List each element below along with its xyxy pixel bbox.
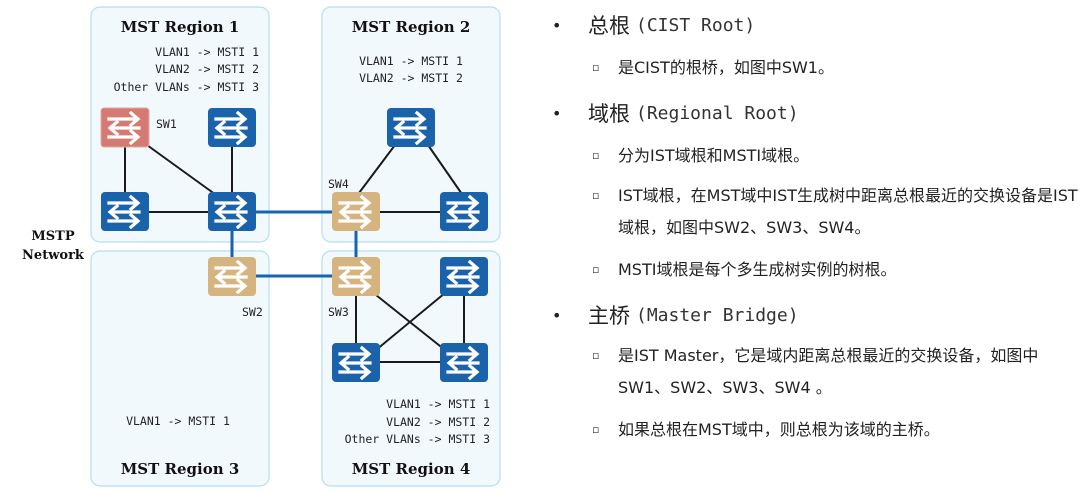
note-item-text: 是CIST的根桥，如图中SW1。 [618,58,834,77]
bullet-square-icon: ▫ [592,423,600,436]
switch-icon[interactable] [101,192,149,231]
note-item: ▫ 是IST Master，它是域内距离总根最近的交换设备，如图中SW1、SW2… [592,340,1080,404]
note-item: ▫ 如果总根在MST域中，则总根为该域的主桥。 [592,414,1080,446]
note-heading-regional-root: • 域根 (Regional Root) [548,98,799,128]
switch-sw4-icon[interactable] [332,192,380,231]
note-item-text: IST域根，在MST域中IST生成树中距离总根最近的交换设备是IST域根，如图中… [618,186,1078,237]
region-1-box [90,6,270,243]
link [375,292,446,351]
switch-sw1-icon[interactable] [100,107,150,148]
region-1-mapping: VLAN2 -> MSTI 2 [155,62,259,76]
heading-en: (Master Bridge) [636,304,799,326]
region-4-mapping: Other VLANs -> MSTI 3 [345,432,490,446]
bullet-dot-icon: • [552,305,562,325]
switch-icon[interactable] [208,192,256,231]
heading-en: (Regional Root) [636,102,799,124]
region-2-mapping: VLAN1 -> MSTI 1 [359,54,463,68]
switch-sw2-icon[interactable] [208,257,256,296]
bullet-dot-icon: • [552,15,562,35]
region-3-title: MST Region 3 [121,460,240,478]
note-heading-cist-root: • 总根 (CIST Root) [548,10,755,40]
note-item-text: 分为IST域根和MSTI域根。 [618,146,810,165]
note-item: ▫ MSTI域根是每个多生成树实例的树根。 [592,254,1080,286]
note-item: ▫ 是CIST的根桥，如图中SW1。 [592,52,1080,84]
note-item-text: 是IST Master，它是域内距离总根最近的交换设备，如图中SW1、SW2、S… [618,346,1039,397]
region-1-mapping: VLAN1 -> MSTI 1 [155,45,259,59]
bullet-square-icon: ▫ [592,149,600,162]
region-3-mapping: VLAN1 -> MSTI 1 [126,414,230,428]
switch-icon[interactable] [387,108,435,147]
note-item: ▫ 分为IST域根和MSTI域根。 [592,140,1080,172]
notes-panel: • 总根 (CIST Root) ▫ 是CIST的根桥，如图中SW1。 • 域根… [548,0,1080,493]
region-4-title: MST Region 4 [352,460,471,478]
note-item-text: 如果总根在MST域中，则总根为该域的主桥。 [618,420,940,439]
note-item: ▫ IST域根，在MST域中IST生成树中距离总根最近的交换设备是IST域根，如… [592,180,1080,244]
switch-label-sw4: SW4 [328,177,349,191]
network-label: MSTP [31,229,74,244]
region-1-mapping: Other VLANs -> MSTI 3 [114,80,259,94]
switch-sw3-icon[interactable] [332,257,380,296]
network-label-line2: Network [22,248,85,263]
switch-label-sw2: SW2 [242,305,263,319]
heading-cn: 主桥 [588,304,630,328]
region-4-box [321,250,501,487]
bullet-square-icon: ▫ [592,61,600,74]
region-2-mapping: VLAN2 -> MSTI 2 [359,71,463,85]
region-4-mapping: VLAN1 -> MSTI 1 [386,397,490,411]
bullet-square-icon: ▫ [592,263,600,276]
bullet-square-icon: ▫ [592,349,600,362]
switch-label-sw3: SW3 [328,305,349,319]
link [427,144,465,198]
bullet-dot-icon: • [552,103,562,123]
switch-icon[interactable] [208,108,256,147]
heading-cn: 域根 [588,102,630,126]
switch-icon[interactable] [440,192,488,231]
heading-cn: 总根 [588,14,630,38]
region-1-title: MST Region 1 [121,18,240,36]
mstp-topology-diagram: MSTP Network MST Region 1 MST Region 2 M… [22,6,501,487]
bullet-square-icon: ▫ [592,189,600,202]
region-4-mapping: VLAN2 -> MSTI 2 [386,415,490,429]
note-item-text: MSTI域根是每个多生成树实例的树根。 [618,260,897,279]
region-2-title: MST Region 2 [352,18,471,36]
switch-icon[interactable] [440,343,488,382]
link [355,144,396,198]
region-3-box [90,250,270,487]
note-heading-master-bridge: • 主桥 (Master Bridge) [548,300,799,330]
switch-icon[interactable] [332,343,380,382]
heading-en: (CIST Root) [636,14,756,36]
switch-label-sw1: SW1 [156,117,177,131]
switch-icon[interactable] [440,257,488,296]
